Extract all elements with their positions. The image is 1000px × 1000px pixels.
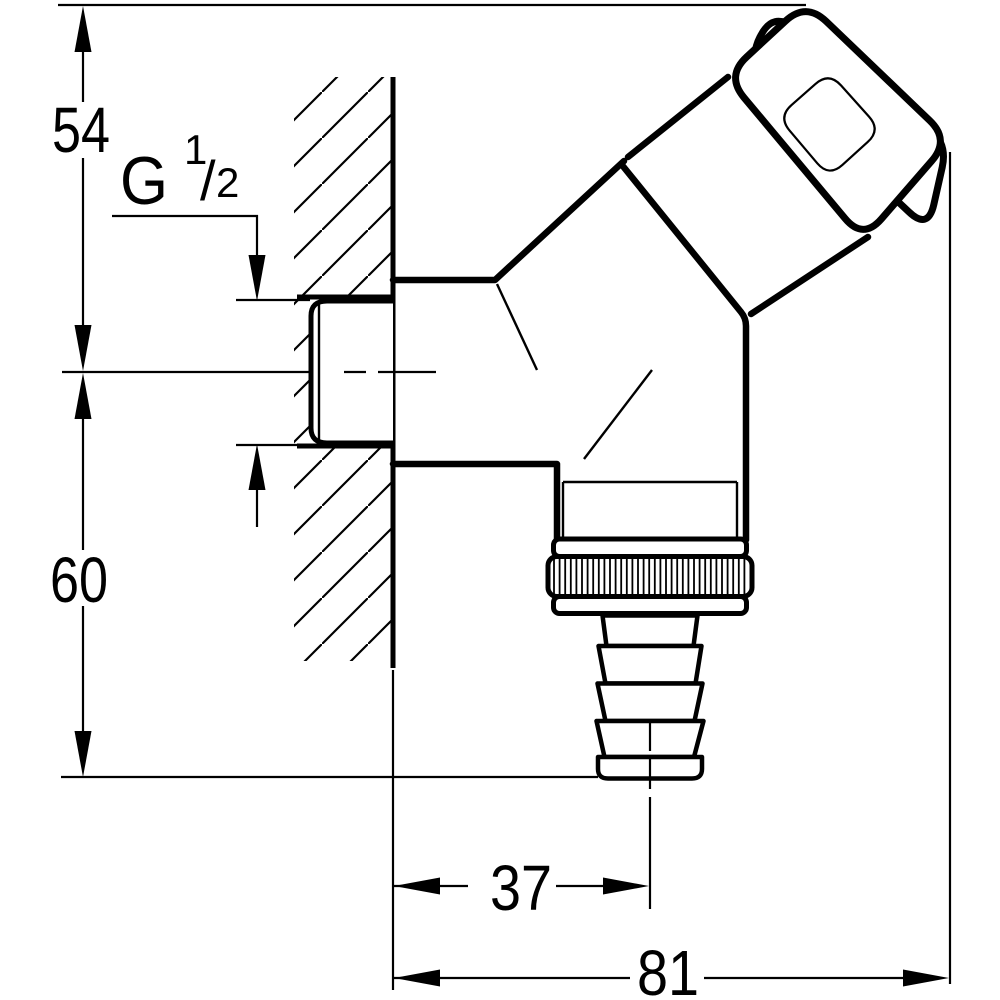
thread-label-slash: / — [200, 149, 216, 212]
union-inner-edges — [561, 480, 739, 539]
thread-label-denominator: 2 — [216, 159, 239, 206]
outlet-union — [545, 480, 755, 616]
dim-60-arrow-up — [74, 373, 92, 419]
dim-54-label: 54 — [52, 94, 110, 166]
knurl-lines — [553, 559, 746, 594]
thread-label: G 1 / 2 — [120, 126, 239, 219]
body-top-edge — [389, 157, 628, 284]
thread-label-base: G — [120, 143, 168, 219]
dimension-60: 60 — [50, 373, 598, 779]
hose-barb — [594, 613, 706, 781]
dim-60-arrow-down — [74, 731, 92, 777]
handle-head — [732, 8, 947, 233]
body-handle-side-edge — [747, 233, 872, 318]
dim-37-label: 37 — [490, 852, 552, 924]
dimension-81: 81 — [394, 152, 952, 1000]
thread-label-numerator: 1 — [184, 126, 207, 173]
body-right-edge — [618, 161, 750, 544]
body-cone-edge-lower — [583, 369, 653, 460]
barb-ring-1 — [600, 613, 700, 649]
dim-60-label: 60 — [50, 544, 108, 616]
thread-arrow-down — [248, 255, 266, 301]
dim-81-arrow-right — [903, 969, 949, 987]
dim-54-arrow-up — [74, 6, 92, 52]
centerlines — [62, 370, 652, 909]
barb-ring-2 — [596, 643, 704, 686]
head-grip-inlay — [783, 77, 876, 172]
barb-ring-3 — [595, 681, 705, 724]
thread-arrow-up — [248, 444, 266, 490]
dim-54-arrow-down — [74, 325, 92, 371]
thread-annotation: G 1 / 2 — [112, 126, 310, 527]
dimension-54: 54 — [52, 3, 806, 371]
dimension-37: 37 — [391, 670, 649, 990]
valve-body — [389, 73, 872, 544]
body-cone-edge-upper — [495, 283, 539, 371]
thread-leader-line — [112, 214, 259, 258]
union-collar — [551, 536, 749, 559]
union-lower-band — [551, 594, 749, 616]
dim-81-label: 81 — [637, 937, 699, 1000]
body-bottom-edge — [389, 460, 561, 544]
bonnet-edge — [624, 73, 732, 161]
knurl-rib-lines — [553, 559, 746, 594]
dim-37-arrow-right — [603, 877, 649, 895]
